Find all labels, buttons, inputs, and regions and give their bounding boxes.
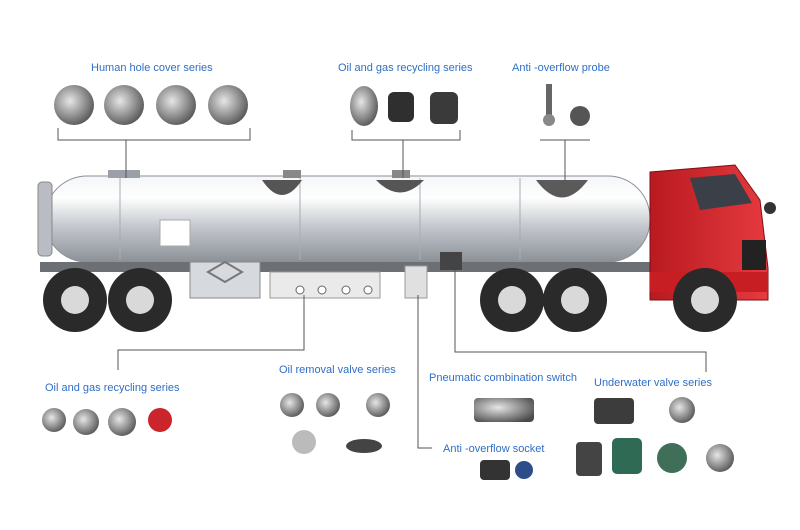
bottom-valve-icon-2: [669, 397, 695, 423]
vapor-valve-icon-2: [388, 92, 414, 122]
label-anti-overflow-probe: Anti -overflow probe: [512, 62, 610, 74]
discharge-valve-icon-3: [366, 393, 390, 417]
wheels: [43, 268, 737, 332]
manhole-cover-icon-3: [156, 85, 196, 125]
label-pneumatic-combination-switch: Pneumatic combination switch: [429, 372, 577, 384]
wheel-4: [543, 268, 607, 332]
chassis: [40, 219, 650, 299]
bottom-valve-icon-3: [576, 442, 602, 476]
label-human-hole-cover: Human hole cover series: [91, 62, 213, 74]
label-oil-gas-recycling-bottom: Oil and gas recycling series: [45, 382, 180, 394]
bottom-valve-icon-5: [657, 443, 687, 473]
manhole-cover-icon-1: [54, 85, 94, 125]
vapor-valve-icon-1: [350, 86, 378, 126]
manhole-cover-icon-2: [104, 85, 144, 125]
oil-gas-recycling-top-parts: [350, 86, 458, 126]
leader-lines: [57, 128, 707, 449]
pneumatic-switch-part: [474, 398, 534, 422]
tank-body: [37, 170, 651, 263]
discharge-valve-icon-2: [316, 393, 340, 417]
oil-removal-valve-parts: [280, 393, 390, 454]
wheel-2: [108, 268, 172, 332]
bottom-valve-icon-6: [706, 444, 734, 472]
gasket-icon: [346, 439, 382, 453]
wheel-3: [480, 268, 544, 332]
dust-cap-icon: [148, 408, 172, 432]
wheel-5: [673, 268, 737, 332]
discharge-valve-icon-4: [292, 430, 316, 454]
coupler-icon-1: [42, 408, 66, 432]
human-hole-cover-parts: [54, 85, 248, 125]
vapor-valve-icon-3: [430, 92, 458, 124]
discharge-valve-icon-1: [280, 393, 304, 417]
anti-overflow-socket-part: [480, 460, 533, 480]
bottom-valve-icon-1: [594, 398, 634, 424]
label-underwater-valve: Underwater valve series: [594, 377, 712, 389]
label-oil-removal-valve: Oil removal valve series: [279, 364, 396, 376]
coupler-icon-2: [73, 409, 99, 435]
truck-cab: [649, 164, 776, 301]
anti-overflow-probe-part: [543, 84, 590, 126]
oil-gas-recycling-bottom-parts: [42, 408, 172, 436]
label-oil-gas-recycling-top: Oil and gas recycling series: [338, 62, 473, 74]
bottom-valve-icon-4: [612, 438, 642, 474]
label-anti-overflow-socket: Anti -overflow socket: [443, 443, 545, 455]
underwater-valve-parts: [576, 397, 734, 476]
coupler-icon-3: [108, 408, 136, 436]
wheel-1: [43, 268, 107, 332]
manhole-cover-icon-4: [208, 85, 248, 125]
